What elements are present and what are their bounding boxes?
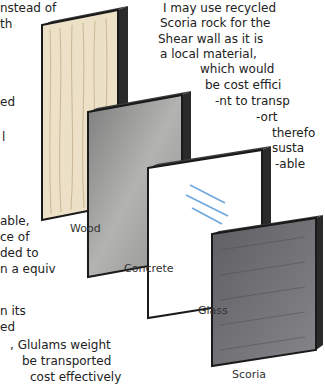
- handwritten-note: able,: [0, 214, 30, 228]
- handwritten-note: , Glulams weight: [10, 338, 111, 352]
- handwritten-note: Shear wall as it is: [158, 32, 263, 46]
- handwritten-note: a local material,: [160, 47, 257, 61]
- handwritten-note: n its: [0, 304, 26, 318]
- material-name: Wood: [70, 222, 101, 236]
- handwritten-note: cost effectively: [30, 370, 121, 384]
- material-name: Concrete: [124, 262, 174, 276]
- handwritten-note: ded to: [0, 246, 38, 260]
- handwritten-note: Scoria rock for the: [160, 16, 270, 30]
- handwritten-note: nstead of: [0, 1, 56, 15]
- handwritten-note: th: [0, 17, 12, 31]
- handwritten-note: ce of: [0, 230, 29, 244]
- handwritten-note: therefo: [272, 126, 315, 140]
- scoria-panel: [212, 215, 323, 366]
- handwritten-note: I may use recycled: [163, 1, 276, 15]
- handwritten-note: -able: [275, 157, 305, 171]
- handwritten-note: susta: [272, 141, 304, 155]
- handwritten-note: ed: [0, 95, 15, 109]
- material-name: Scoria: [232, 368, 266, 382]
- handwritten-note: -ort: [256, 110, 278, 124]
- handwritten-note: which would: [200, 62, 274, 76]
- handwritten-note: l: [2, 130, 5, 144]
- material-name: Glass: [198, 304, 228, 318]
- handwritten-note: be cost effici: [205, 78, 281, 92]
- handwritten-note: n a equiv: [0, 262, 56, 276]
- handwritten-note: be transported: [22, 354, 111, 368]
- handwritten-note: -nt to transp: [215, 94, 290, 108]
- handwritten-note: ed: [0, 320, 15, 334]
